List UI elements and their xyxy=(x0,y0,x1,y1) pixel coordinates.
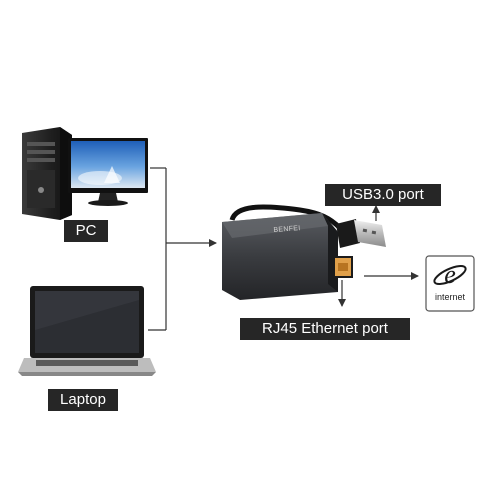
usb-plug xyxy=(336,219,386,248)
ethernet-adapter xyxy=(222,213,353,300)
laptop xyxy=(18,286,156,376)
adapter-cable xyxy=(229,204,342,230)
internet-label: internet xyxy=(434,292,466,302)
internet-box: e xyxy=(425,255,475,312)
connector-lines xyxy=(148,167,217,331)
ie-logo-icon: e xyxy=(444,260,456,289)
rj45-port-label: RJ45 Ethernet port xyxy=(240,318,410,340)
pc-tower xyxy=(22,127,72,220)
pc-label: PC xyxy=(64,220,108,242)
laptop-label: Laptop xyxy=(48,389,118,411)
port-arrows xyxy=(338,205,419,307)
pc-monitor xyxy=(68,138,148,206)
usb-port-label: USB3.0 port xyxy=(325,184,441,206)
